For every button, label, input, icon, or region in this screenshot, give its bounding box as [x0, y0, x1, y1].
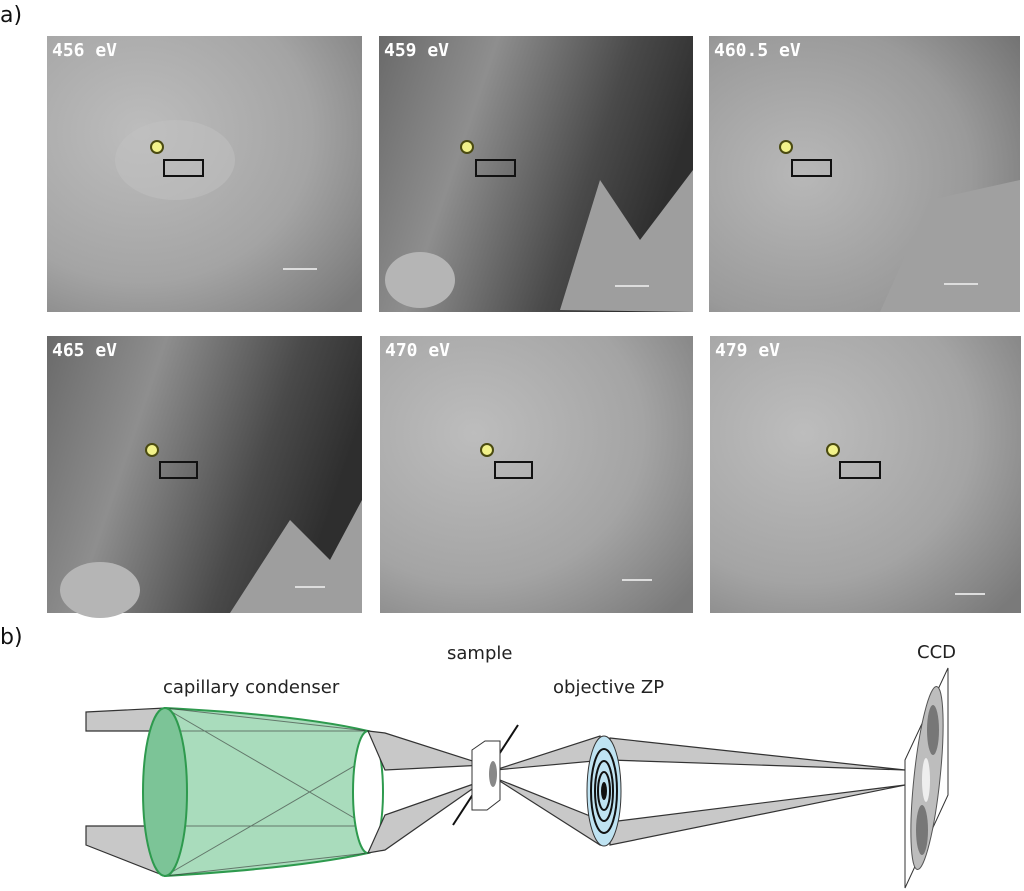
image-panel-479: 479 eV — [710, 336, 1021, 613]
roi-box — [475, 159, 516, 177]
energy-label: 459 eV — [384, 40, 449, 61]
objective-label: objective ZP — [553, 677, 664, 698]
energy-label: 470 eV — [385, 340, 450, 361]
energy-label: 460.5 eV — [714, 40, 801, 61]
roi-box — [494, 461, 533, 479]
star-marker-icon — [826, 443, 840, 457]
image-panel-460-5: 460.5 eV — [709, 36, 1020, 312]
ccd-label: CCD — [917, 642, 956, 663]
image-panel-470: 470 eV — [380, 336, 693, 613]
energy-label: 479 eV — [715, 340, 780, 361]
star-marker-icon — [480, 443, 494, 457]
roi-box — [791, 159, 832, 177]
sample-icon — [452, 724, 519, 826]
sample-label: sample — [447, 643, 512, 664]
star-marker-icon — [779, 140, 793, 154]
condenser-label: capillary condenser — [163, 677, 340, 698]
energy-label: 456 eV — [52, 40, 117, 61]
star-marker-icon — [145, 443, 159, 457]
panel-b-label: b) — [0, 625, 23, 650]
condenser-icon — [142, 706, 384, 878]
incoming-beams — [85, 707, 166, 877]
image-panel-465: 465 eV — [47, 336, 362, 618]
energy-label: 465 eV — [52, 340, 117, 361]
image-panel-459: 459 eV — [379, 36, 693, 312]
ccd-icon — [904, 667, 949, 889]
image-panel-456: 456 eV — [47, 36, 362, 312]
roi-box — [159, 461, 198, 479]
roi-box — [839, 461, 881, 479]
panel-a-label: a) — [0, 3, 22, 28]
roi-box — [163, 159, 204, 177]
star-marker-icon — [460, 140, 474, 154]
focusing-beams — [366, 730, 906, 854]
star-marker-icon — [150, 140, 164, 154]
zone-plate-icon — [586, 735, 622, 847]
